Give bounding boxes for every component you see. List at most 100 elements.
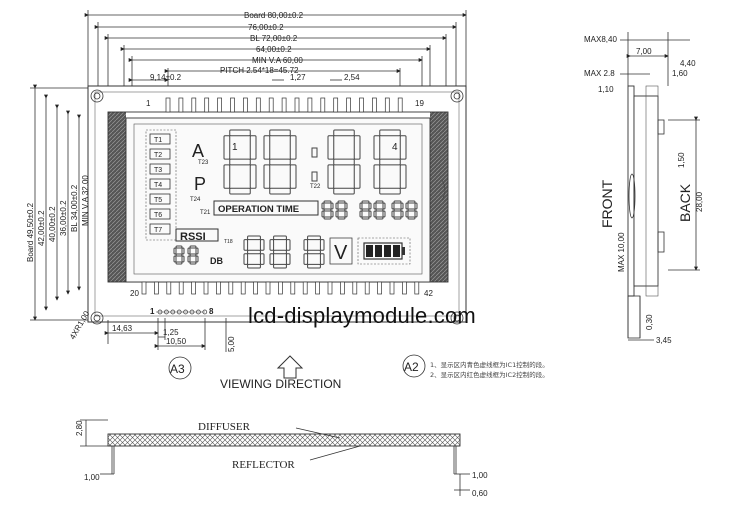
dim-max840: MAX8,40	[584, 35, 617, 44]
small-digit-6	[405, 200, 418, 220]
digit-segment	[247, 249, 261, 255]
conn-pin-8: 8	[209, 307, 214, 316]
digit-segment	[393, 200, 402, 204]
dim-100-right: 1,00	[472, 471, 488, 480]
dim-914: 9,14±0.2	[150, 73, 182, 82]
digit-segment	[335, 210, 339, 218]
pin-19-label: 19	[415, 99, 424, 108]
digit-segment	[333, 129, 355, 137]
digit-segment	[229, 158, 251, 166]
t-box	[149, 148, 171, 160]
dim-40: 40,00±0.2	[48, 206, 57, 242]
digit-segment	[269, 158, 291, 166]
digit-segment	[285, 239, 291, 251]
dim-42: 42,00±0.2	[37, 210, 46, 246]
digit-segment	[195, 255, 199, 263]
digit-segment	[379, 129, 401, 137]
top-pin	[307, 97, 313, 113]
bottom-pin	[302, 281, 308, 295]
digit-segment	[373, 135, 381, 160]
small-digit-5	[391, 200, 404, 220]
bottom-pin	[352, 281, 358, 295]
reflector-label: REFLECTOR	[232, 459, 295, 471]
digit-segment	[195, 247, 199, 255]
digit-segment	[303, 239, 309, 251]
digit-segment	[407, 216, 416, 220]
mid-digit-1	[243, 235, 265, 269]
digit-segment	[175, 253, 183, 257]
dim-min-va-height: MIN V.A 32,00	[81, 175, 90, 226]
digit-segment	[407, 208, 416, 212]
dim-700: 7,00	[636, 47, 652, 56]
viewing-area	[133, 123, 423, 275]
t-box	[149, 193, 171, 205]
svg-text:A3: A3	[170, 362, 185, 376]
dim-board-height: Board 49,50±0.2	[26, 202, 35, 262]
small-digit-3	[359, 200, 372, 220]
digit-segment	[382, 210, 386, 218]
digit-segment	[344, 202, 348, 210]
dim-100-left: 1,00	[84, 473, 100, 482]
digit-segment	[259, 239, 265, 251]
bottom-pin	[340, 281, 345, 295]
top-pin	[294, 97, 300, 113]
dim-150: 1,50	[677, 152, 686, 168]
conn-pin-1: 1	[150, 307, 155, 316]
t-box-label: T3	[154, 167, 162, 174]
bottom-pin	[265, 281, 271, 295]
digit-segment	[337, 208, 346, 212]
note-2: 2、显示区内红色虚线框为IC2控制的段。	[430, 371, 549, 379]
small-digit-2	[335, 200, 348, 220]
dim-bl-width: BL 72,00±0.2	[250, 34, 298, 43]
bottom-pin	[154, 281, 159, 295]
bottom-pin-row	[141, 281, 420, 295]
bottom-pin	[228, 281, 234, 295]
digit-segment	[321, 210, 325, 218]
marker-a3: A3	[168, 356, 192, 380]
top-pin	[281, 97, 287, 113]
t-box	[149, 208, 171, 220]
seg-p: P	[194, 174, 206, 194]
digit-segment	[223, 164, 231, 189]
bottom-pin	[389, 281, 395, 295]
digit-segment	[189, 261, 197, 265]
dim-76: 76,00±0.2	[248, 23, 284, 32]
digit-segment	[263, 164, 271, 189]
t-box-label: T2	[154, 152, 162, 159]
dim-254: 2,54	[344, 73, 360, 82]
diffuser-label: DIFFUSER	[198, 421, 251, 433]
digit-segment	[361, 208, 370, 212]
t-box	[149, 163, 171, 175]
digit-segment	[323, 208, 332, 212]
digit-segment	[375, 216, 384, 220]
digit-segment	[414, 210, 418, 218]
dim-min-va: MIN V.A 60,00	[252, 56, 303, 65]
digit-segment	[407, 200, 416, 204]
top-pin	[230, 97, 235, 113]
digit-segment	[327, 135, 335, 160]
digit-segment	[353, 164, 361, 189]
viewing-direction-label: VIEWING DIRECTION	[220, 377, 341, 391]
digit-segment	[243, 239, 249, 251]
dim-hole: 4XR1,00	[68, 309, 92, 341]
bottom-pin	[166, 281, 172, 295]
digit-segment	[285, 253, 291, 265]
digit-segment	[249, 164, 257, 189]
digit-segment	[391, 210, 395, 218]
front-label: FRONT	[599, 179, 615, 228]
digit-segment	[247, 263, 261, 269]
dim-280: 2,80	[75, 420, 84, 436]
digit-segment	[361, 200, 370, 204]
digit-segment	[379, 187, 401, 195]
bottom-pin	[290, 281, 296, 295]
top-pin	[268, 97, 274, 113]
top-pin	[372, 97, 377, 113]
top-pin	[255, 97, 261, 113]
top-pin	[178, 97, 184, 113]
digit-segment	[173, 255, 177, 263]
viewing-direction: VIEWING DIRECTION	[220, 355, 341, 391]
seg-v: V	[334, 242, 348, 264]
bottom-pin	[178, 281, 184, 295]
t-box-label: T4	[154, 182, 162, 189]
dim-max28: MAX 2.8	[584, 69, 615, 78]
